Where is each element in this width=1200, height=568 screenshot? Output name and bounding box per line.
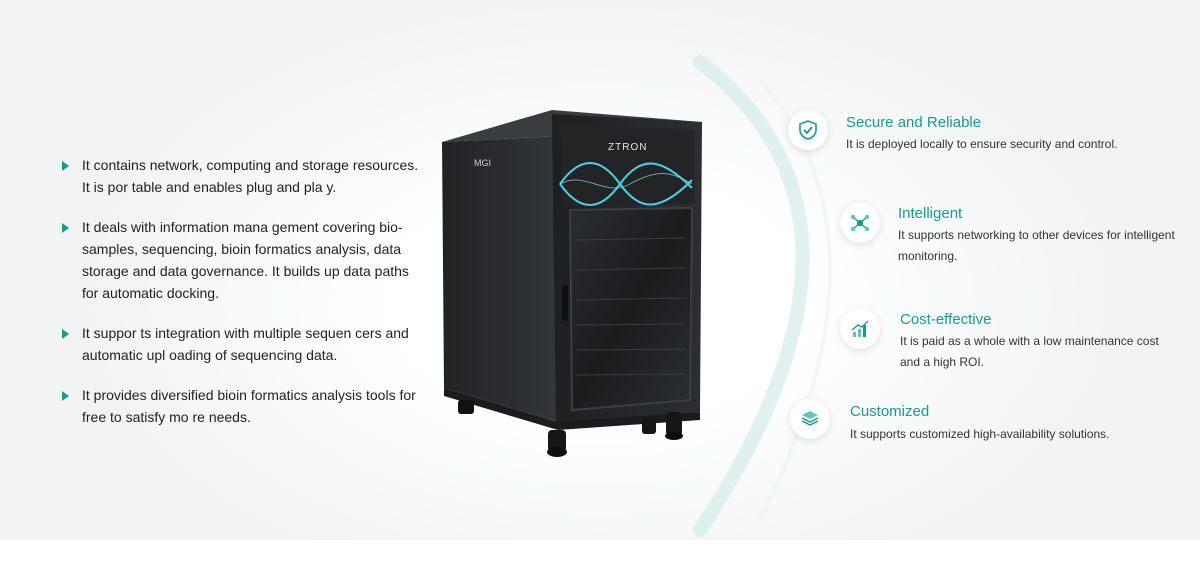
network-nodes-icon	[840, 203, 880, 243]
benefit-intelligent: Intelligent It supports networking to ot…	[840, 203, 1180, 273]
bullet-icon	[62, 391, 69, 401]
bullet-icon	[62, 223, 69, 233]
feature-item: It suppor ts integration with multiple s…	[60, 322, 420, 366]
benefit-title: Cost-effective	[900, 311, 992, 328]
product-panel: It contains network, computing and stora…	[0, 0, 1200, 540]
bottom-band	[0, 540, 1200, 568]
benefit-title: Secure and Reliable	[846, 114, 982, 131]
benefit-description: It supports customized high-availability…	[850, 427, 1110, 441]
shield-check-icon	[788, 110, 828, 150]
benefit-description: It is deployed locally to ensure securit…	[846, 137, 1118, 151]
feature-text: It deals with information mana gement co…	[82, 219, 409, 301]
benefit-title: Customized	[850, 403, 930, 420]
bullet-icon	[62, 161, 69, 171]
feature-text: It suppor ts integration with multiple s…	[82, 325, 409, 363]
server-cabinet-image: ZTRON MGI	[442, 110, 702, 457]
feature-item: It deals with information mana gement co…	[60, 216, 420, 304]
caster-wheels	[458, 400, 683, 457]
feature-item: It provides diversified bioin formatics …	[60, 384, 420, 428]
layers-icon	[790, 399, 830, 439]
feature-item: It contains network, computing and stora…	[60, 154, 420, 198]
benefit-title: Intelligent	[898, 205, 963, 222]
benefit-cost-effective: Cost-effective It is paid as a whole wit…	[840, 309, 1180, 379]
bullet-icon	[62, 329, 69, 339]
benefit-description: It is paid as a whole with a low mainten…	[900, 334, 1159, 369]
cabinet-brand-text: ZTRON	[608, 142, 647, 153]
growth-chart-icon	[840, 309, 880, 349]
feature-list: It contains network, computing and stora…	[60, 154, 420, 446]
feature-text: It contains network, computing and stora…	[82, 157, 419, 195]
feature-text: It provides diversified bioin formatics …	[82, 387, 416, 425]
benefit-description: It supports networking to other devices …	[898, 228, 1175, 263]
cabinet-side-logo: MGI	[474, 158, 491, 168]
benefit-secure-reliable: Secure and Reliable It is deployed local…	[788, 110, 1168, 160]
benefit-customized: Customized It supports customized high-a…	[790, 399, 1170, 449]
